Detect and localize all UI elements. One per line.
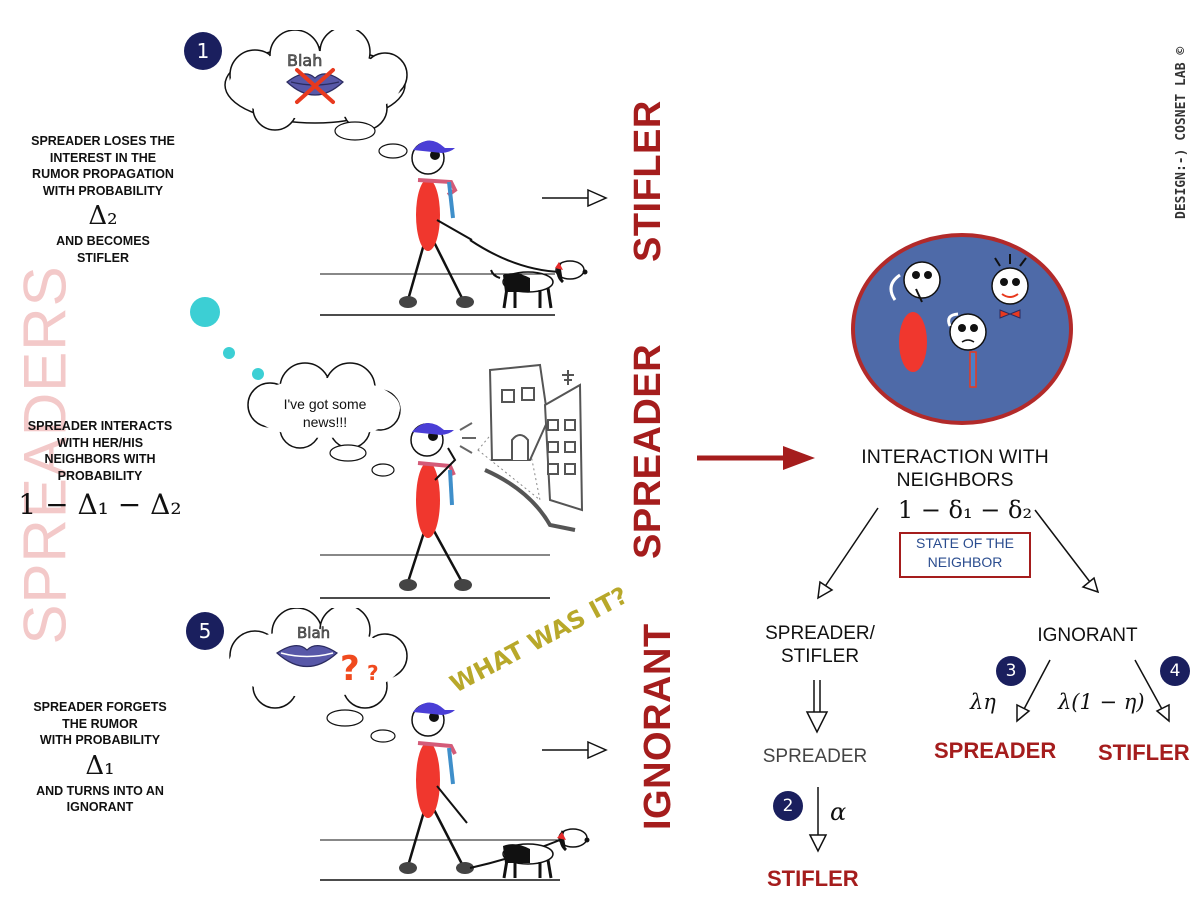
left-next-spreader: SPREADER: [762, 746, 868, 767]
step-badge-1: 1: [184, 32, 222, 70]
lambda-one-minus-eta-rate: λ(1 − η): [1058, 690, 1145, 714]
panel3-illustration: Blah ? ?: [229, 608, 590, 881]
arrow-to-ignorant: [542, 740, 608, 760]
ignorant-branch-arrows: [1016, 659, 1170, 723]
arrow-to-stifler: [542, 188, 608, 208]
right-final-stifler: STIFLER: [1098, 740, 1190, 765]
credit-text: DESIGN:-) COSNET LAB ©: [1174, 46, 1189, 219]
step-badge-2: 2: [773, 791, 803, 821]
arrow-down-alpha: [808, 787, 828, 853]
right-final-spreader: SPREADER: [934, 738, 1057, 763]
city-buildings-icon: [488, 363, 584, 512]
cyan-dots-icon: [190, 297, 264, 380]
dog-icon: [502, 828, 590, 879]
panel1-illustration: Blah: [224, 30, 588, 316]
state-label-stifler: STIFLER: [627, 100, 669, 262]
delta1-math: δ₁: [85, 750, 115, 781]
panel2-illustration: [247, 362, 584, 599]
panel2-description: SPREADER INTERACTS WITH HER/HIS NEIGHBOR…: [0, 418, 200, 526]
state-label-spreader: SPREADER: [627, 343, 669, 559]
double-arrow-icon: [805, 680, 829, 734]
step-badge-4: 4: [1160, 656, 1190, 686]
delta2-math: δ₂: [88, 201, 118, 231]
dog-icon: [490, 260, 588, 309]
left-final-stifler: STIFLER: [767, 866, 859, 891]
step-badge-5: 5: [186, 612, 224, 650]
spreader-stifler-label: SPREADER/ STIFLER: [765, 623, 875, 667]
question-mark-small-icon: ?: [367, 661, 379, 685]
question-mark-large-icon: ?: [340, 649, 360, 689]
state-of-neighbor-box: STATE OF THE NEIGHBOR: [899, 532, 1031, 578]
cross-icon: [295, 68, 335, 104]
walking-man-icon: [399, 140, 561, 308]
panel1-description: SPREADER LOSES THE INTEREST IN THE RUMOR…: [3, 133, 203, 266]
ignorant-label: IGNORANT: [1037, 625, 1138, 646]
big-red-arrow: [697, 446, 815, 470]
interaction-math: 1 − δ₁ − δ₂: [897, 496, 1033, 524]
interaction-prob-math: 1 − δ₁ − δ₂: [18, 488, 182, 521]
step-badge-3: 3: [996, 656, 1026, 686]
alpha-rate: α: [830, 798, 847, 826]
panel3-description: SPREADER FORGETS THE RUMOR WITH PROBABIL…: [0, 699, 200, 816]
blah-word: Blah: [297, 624, 330, 642]
talking-man-icon: [399, 422, 472, 591]
credit-label: DESIGN:-) COSNET LAB ©: [1174, 47, 1196, 219]
speech-bubble-text: I've got some news!!!: [283, 396, 367, 430]
state-label-ignorant: IGNORANT: [637, 623, 679, 830]
tree-branch-arrows: [817, 507, 1100, 600]
walking-man-icon: [399, 702, 561, 874]
neighbors-circle-icon: [851, 233, 1073, 425]
blah-word: Blah: [287, 51, 322, 70]
lambda-eta-rate: λη: [970, 690, 996, 714]
interaction-title: INTERACTION WITH NEIGHBORS: [861, 446, 1049, 491]
